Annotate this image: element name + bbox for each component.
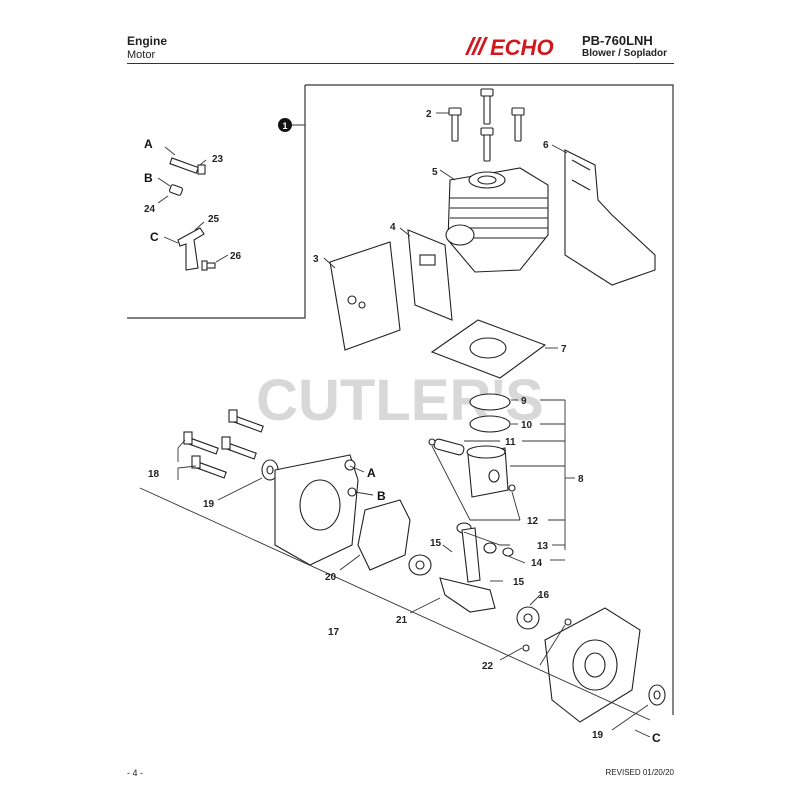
group-frame: [127, 84, 674, 715]
washer-14: [502, 547, 514, 557]
callout-13: 13: [537, 541, 549, 552]
letter-b-left: B: [144, 171, 153, 185]
bolt-18a: [228, 409, 264, 433]
bolt-2d: [480, 127, 494, 162]
letter-c-left: C: [150, 230, 159, 244]
callout-3: 3: [313, 254, 319, 265]
dowel-pin-b: [522, 644, 530, 652]
bolt-2b: [480, 88, 494, 125]
callout-15b: 15: [513, 577, 525, 588]
model-subtitle: Blower / Soplador: [582, 48, 668, 59]
callout-16: 16: [538, 590, 550, 601]
gasket-4: [407, 229, 453, 321]
callout-5: 5: [432, 167, 438, 178]
dowel-pin-a: [564, 618, 572, 626]
collar-24: [169, 184, 183, 196]
callout-22: 22: [482, 661, 494, 672]
circlip-a: [428, 438, 436, 446]
bracket-25: [177, 227, 205, 271]
bolt-18d: [191, 455, 227, 479]
piston-ring-9: [469, 393, 511, 411]
bolt-18b: [183, 431, 219, 455]
letter-labels: A B C A B C: [144, 137, 661, 745]
insulator-gasket-3: [329, 241, 401, 351]
letter-a-left: A: [144, 137, 153, 151]
callout-8: 8: [578, 474, 584, 485]
callout-9: 9: [521, 396, 527, 407]
callout-18: 18: [148, 469, 160, 480]
model-number: PB-760LNH: [582, 33, 653, 48]
callout-19a: 19: [203, 499, 215, 510]
revision-date: REVISED 01/20/20: [605, 768, 674, 777]
callout-19b: 19: [592, 730, 604, 741]
letter-c-right: C: [652, 731, 661, 745]
crankcase-left: [274, 454, 359, 566]
bolt-23: [169, 157, 206, 175]
page-number: - 4 -: [127, 768, 144, 778]
connecting-rod: [461, 527, 481, 583]
callout-labels: 2 3 4 5 6 7 8 9 10 11 12 13 14 15 15 16 …: [144, 109, 604, 741]
group-marker: [278, 118, 292, 132]
piston-ring-10: [469, 415, 511, 433]
callout-7: 7: [561, 344, 567, 355]
callout-6: 6: [543, 140, 549, 151]
screw-26: [201, 260, 216, 271]
callout-25: 25: [208, 214, 220, 225]
page-title: Engine: [127, 34, 168, 48]
callout-11: 11: [505, 437, 516, 448]
header-rule: [127, 63, 674, 64]
heat-shield: [564, 149, 656, 286]
callout-14: 14: [531, 558, 543, 569]
callout-26: 26: [230, 251, 242, 262]
callout-21: 21: [396, 615, 408, 626]
group-marker-label: 1: [282, 121, 287, 131]
callout-20: 20: [325, 572, 337, 583]
callout-2: 2: [426, 109, 432, 120]
echo-logo: ECHO: [465, 35, 554, 58]
bolt-2c: [511, 107, 525, 142]
callout-12: 12: [527, 516, 539, 527]
needle-bearing: [483, 542, 497, 554]
callout-15a: 15: [430, 538, 442, 549]
page-subtitle: Motor: [127, 49, 156, 61]
piston: [466, 445, 509, 498]
callout-17: 17: [328, 627, 340, 638]
header-left: Engine Motor: [127, 34, 167, 61]
bolt-18c: [221, 436, 257, 460]
brand-text: ECHO: [490, 35, 554, 58]
callout-4: 4: [390, 222, 396, 233]
callout-23: 23: [212, 154, 224, 165]
cylinder: [445, 167, 549, 273]
bolt-2a: [448, 107, 462, 142]
crankcase-gasket: [357, 499, 411, 571]
crankcase-right: [544, 607, 641, 723]
callout-10: 10: [521, 420, 533, 431]
crankshaft: [408, 527, 540, 630]
circlip-b: [508, 484, 516, 492]
callout-24: 24: [144, 204, 156, 215]
letter-b-right: B: [377, 489, 386, 503]
letter-a-right: A: [367, 466, 376, 480]
piston-pin: [433, 438, 465, 456]
